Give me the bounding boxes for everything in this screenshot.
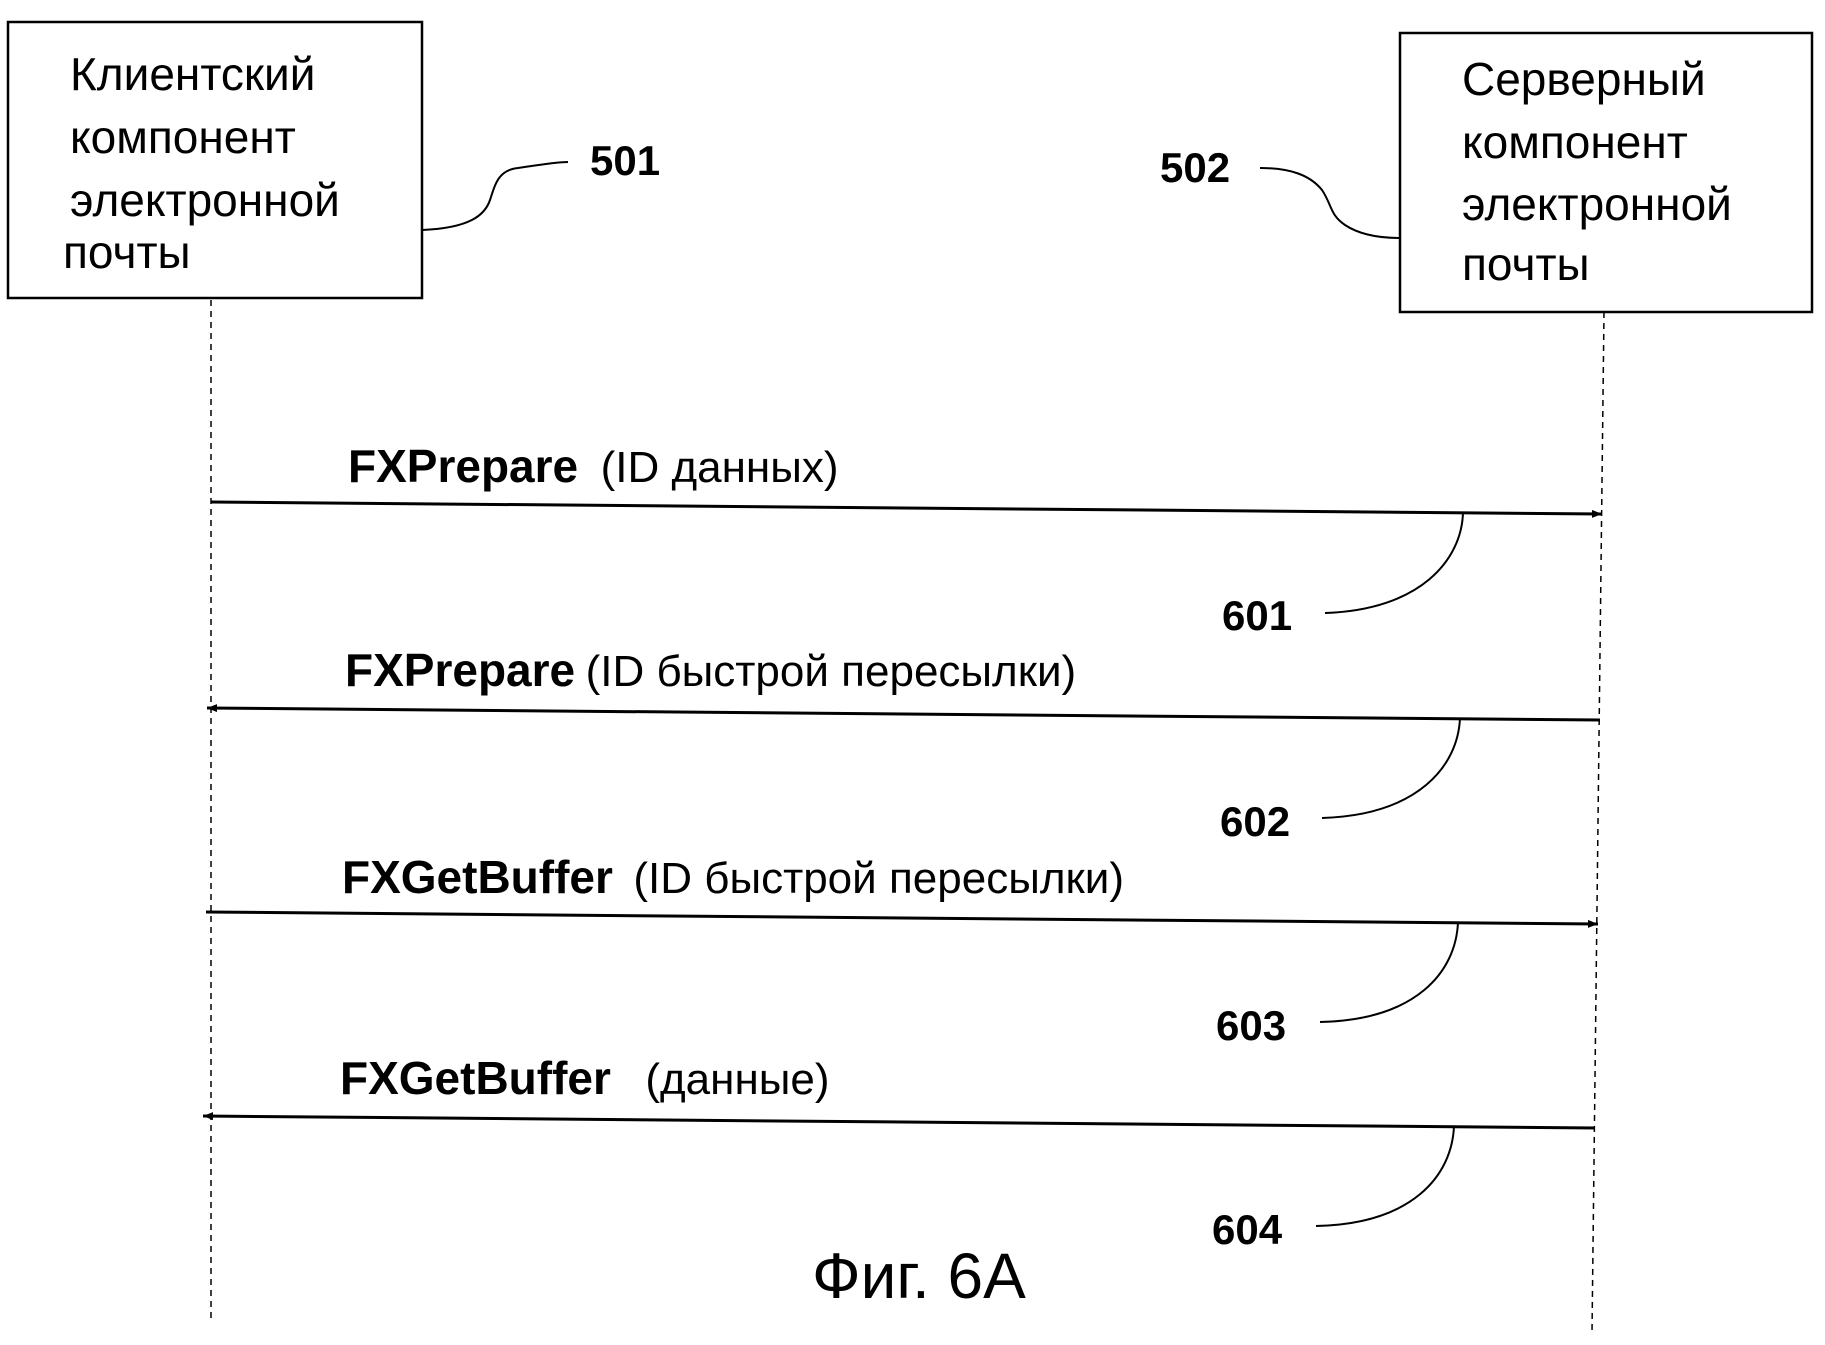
message-4: FXGetBuffer (данные) 604 <box>202 1052 1596 1253</box>
message-3-args: (ID быстрой пересылки) <box>633 854 1124 903</box>
client-box <box>6 20 424 300</box>
server-label-line-3: электронной <box>1462 178 1732 230</box>
message-3-ref-leader <box>1319 921 1459 1023</box>
client-label-line-1: Клиентский <box>70 48 315 100</box>
message-4-arrow <box>202 1112 1596 1130</box>
message-1-arrow <box>210 500 1603 518</box>
message-4-name: FXGetBuffer <box>340 1052 611 1104</box>
message-4-ref-leader <box>1315 1125 1455 1227</box>
server-label-line-4: почты <box>1462 238 1590 290</box>
message-4-ref-label: 604 <box>1212 1206 1283 1253</box>
client-label-line-4: почты <box>63 226 191 278</box>
client-ref-label: 501 <box>590 137 660 184</box>
message-4-args: (данные) <box>645 1055 829 1104</box>
client-label-line-2: компонент <box>70 111 296 163</box>
participant-client: Клиентский компонент электронной почты 5… <box>6 20 660 1322</box>
message-4-label: FXGetBuffer (данные) <box>340 1052 830 1104</box>
server-box <box>1398 31 1814 314</box>
message-3-name: FXGetBuffer <box>342 851 613 903</box>
message-3-ref-label: 603 <box>1216 1002 1286 1049</box>
message-2-ref-leader <box>1321 717 1461 819</box>
message-2: FXPrepare (ID быстрой пересылки) 602 <box>206 644 1601 845</box>
message-3-label: FXGetBuffer (ID быстрой пересылки) <box>342 851 1124 903</box>
message-1-ref-leader <box>1324 511 1464 614</box>
client-label-line-3: электронной <box>70 174 340 226</box>
message-1-label: FXPrepare (ID данных) <box>348 440 838 492</box>
message-2-name: FXPrepare <box>345 644 575 696</box>
client-ref-leader <box>421 161 569 231</box>
message-3: FXGetBuffer (ID быстрой пересылки) 603 <box>205 851 1599 1049</box>
message-2-ref-label: 602 <box>1220 798 1290 845</box>
server-lifeline <box>1591 311 1605 1333</box>
participant-server: Серверный компонент электронной почты 50… <box>1160 31 1814 1333</box>
message-1: FXPrepare (ID данных) 601 <box>210 440 1603 639</box>
server-label-line-1: Серверный <box>1462 53 1706 105</box>
message-1-ref-label: 601 <box>1222 592 1292 639</box>
message-1-name: FXPrepare <box>348 440 578 492</box>
message-3-arrow <box>205 910 1599 928</box>
server-ref-label: 502 <box>1160 144 1230 191</box>
message-1-args: (ID данных) <box>601 443 839 492</box>
figure-caption: Фиг. 6А <box>812 1240 1026 1312</box>
message-2-arrow <box>206 704 1601 722</box>
message-2-label: FXPrepare (ID быстрой пересылки) <box>345 644 1076 696</box>
server-ref-leader <box>1259 167 1401 239</box>
server-label-line-2: компонент <box>1462 116 1688 168</box>
message-2-args: (ID быстрой пересылки) <box>586 647 1077 696</box>
